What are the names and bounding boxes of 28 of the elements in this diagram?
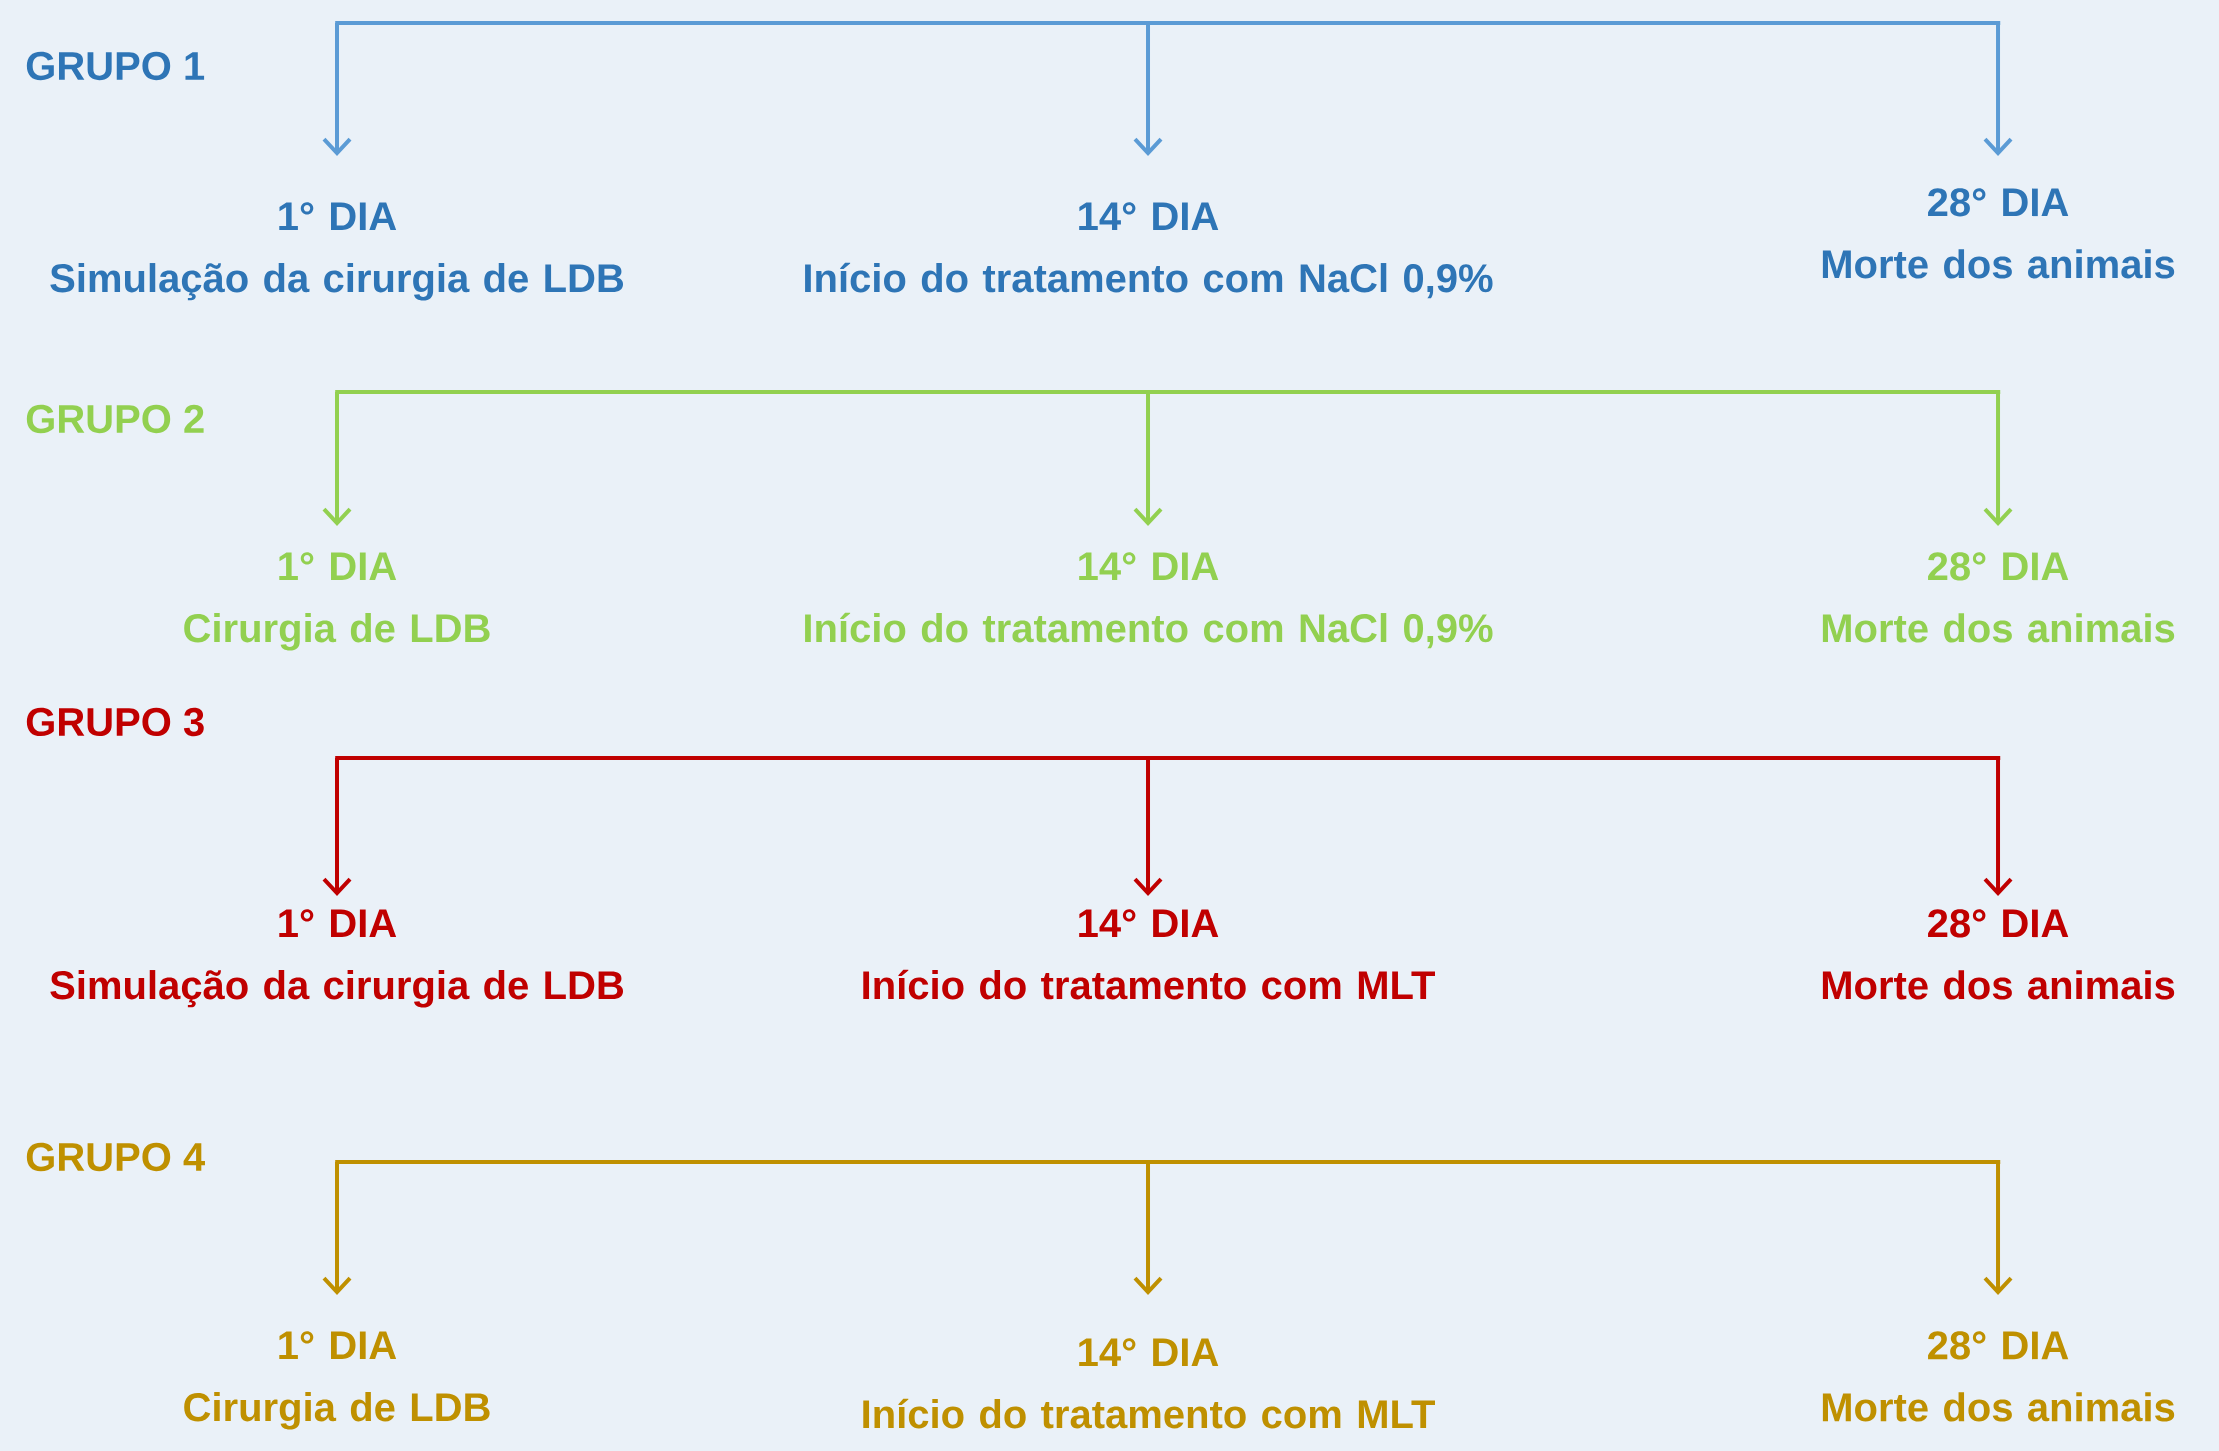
day-step-text: 14° DIA Início do tratamento com MLT: [863, 1338, 1435, 1429]
arrow: [322, 758, 352, 896]
arrow: [322, 1162, 352, 1295]
timeline-bar: [335, 390, 2001, 394]
day-step-text: 28° DIA Morte dos animais: [1822, 1331, 2175, 1422]
arrow: [322, 23, 352, 156]
day-step-text: 14° DIA Início do tratamento com NaCl 0,9%: [805, 202, 1493, 299]
arrow: [1133, 1162, 1163, 1295]
day-step-text: 1° DIA Cirurgia de LDB: [184, 1331, 490, 1430]
arrow: [1983, 758, 2013, 896]
day-step-text: 1° DIA Simulação da cirurgia de LDB: [50, 202, 624, 301]
day-step-text: 14° DIA Início do tratamento com NaCl 0,9%: [805, 552, 1493, 649]
timeline-bar: [335, 756, 2001, 760]
arrow: [1983, 1162, 2013, 1295]
day-step-text: 1° DIA Simulação da cirurgia de LDB: [50, 909, 624, 1008]
day-step-text: 28° DIA Morte dos animais: [1822, 552, 2175, 643]
arrow: [322, 392, 352, 526]
day-step-text: 14° DIA Início do tratamento com MLT: [863, 909, 1435, 1000]
arrow: [1983, 392, 2013, 526]
arrow: [1133, 23, 1163, 156]
day-step-text: 28° DIA Morte dos animais: [1822, 909, 2175, 1000]
day-step-text: 1° DIA Cirurgia de LDB: [184, 552, 490, 651]
arrow: [1133, 392, 1163, 526]
arrow: [1133, 758, 1163, 896]
timeline-bar: [335, 1160, 2001, 1164]
arrow: [1983, 23, 2013, 156]
timeline-bar: [335, 21, 2001, 25]
day-step-text: 28° DIA Morte dos animais: [1822, 188, 2175, 279]
